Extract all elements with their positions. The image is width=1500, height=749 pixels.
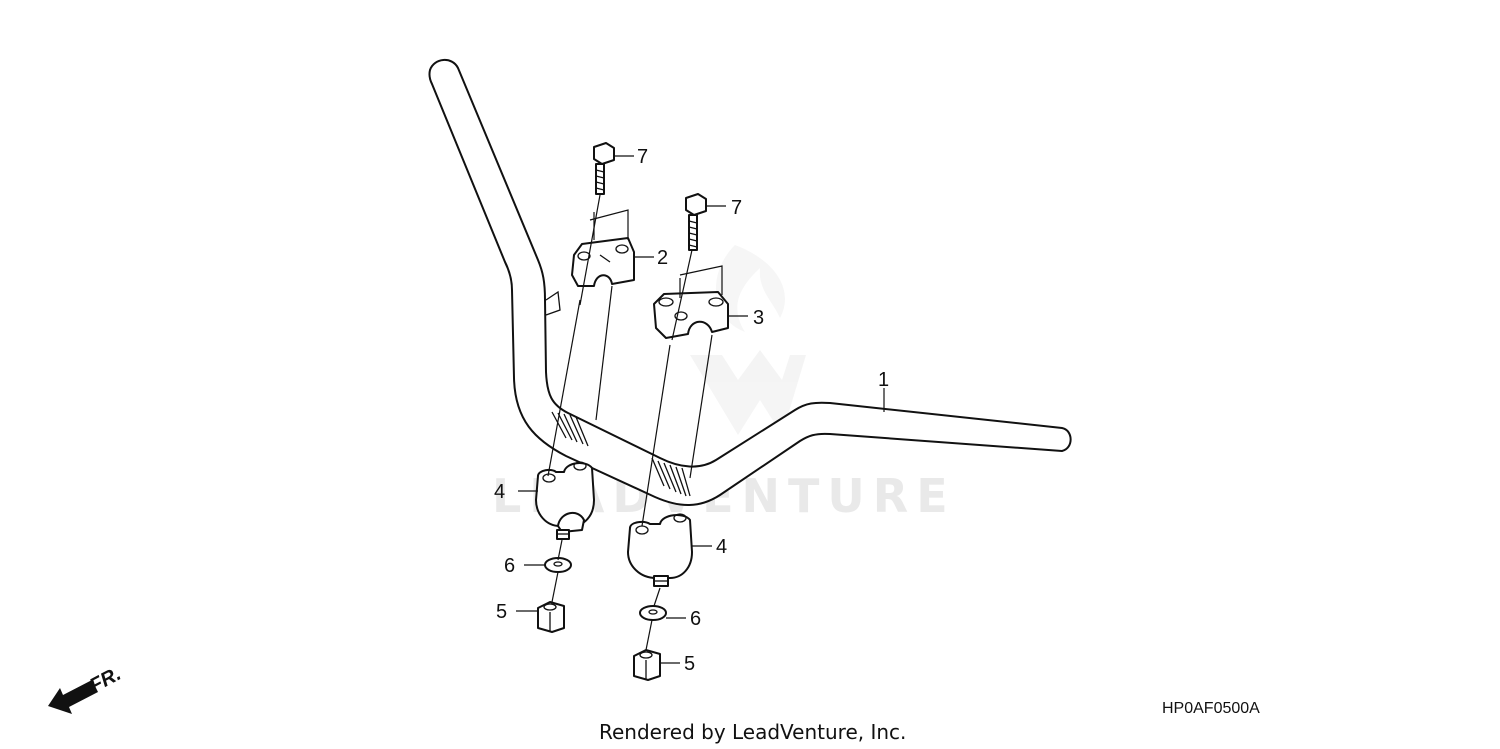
assembly-lines: [547, 194, 723, 651]
callout-5-left: 5: [496, 601, 507, 623]
callout-7-right: 7: [731, 197, 742, 219]
footer-credit: Rendered by LeadVenture, Inc.: [599, 720, 906, 744]
knurl-left: [551, 411, 589, 447]
callout-4-right: 4: [716, 536, 727, 558]
diagram-code: HP0AF0500A: [1162, 700, 1260, 717]
washer-part-right[interactable]: [639, 605, 667, 621]
leader-lines: [516, 155, 885, 664]
bolt-part-right[interactable]: [685, 193, 707, 251]
lower-holder-part-left[interactable]: [535, 461, 595, 540]
upper-holder-part-b[interactable]: [653, 291, 729, 339]
callout-1: 1: [878, 369, 889, 391]
callout-7-left: 7: [637, 146, 648, 168]
washer-part-left[interactable]: [544, 557, 572, 573]
nut-part-right[interactable]: [633, 649, 661, 681]
knurl-right: [651, 457, 691, 497]
upper-holder-part[interactable]: [571, 237, 635, 287]
callout-6-right: 6: [690, 608, 701, 630]
callout-4-left: 4: [494, 481, 505, 503]
front-arrow-icon: [48, 680, 98, 714]
bolt-part-left[interactable]: [593, 142, 615, 195]
callout-6-left: 6: [504, 555, 515, 577]
callout-3: 3: [753, 307, 764, 329]
callout-5-right: 5: [684, 653, 695, 675]
lower-holder-part-right[interactable]: [627, 513, 693, 587]
watermark-logo: [690, 245, 806, 435]
handlebar-part[interactable]: [428, 59, 1072, 506]
callout-2: 2: [657, 247, 668, 269]
nut-part-left[interactable]: [537, 601, 565, 633]
